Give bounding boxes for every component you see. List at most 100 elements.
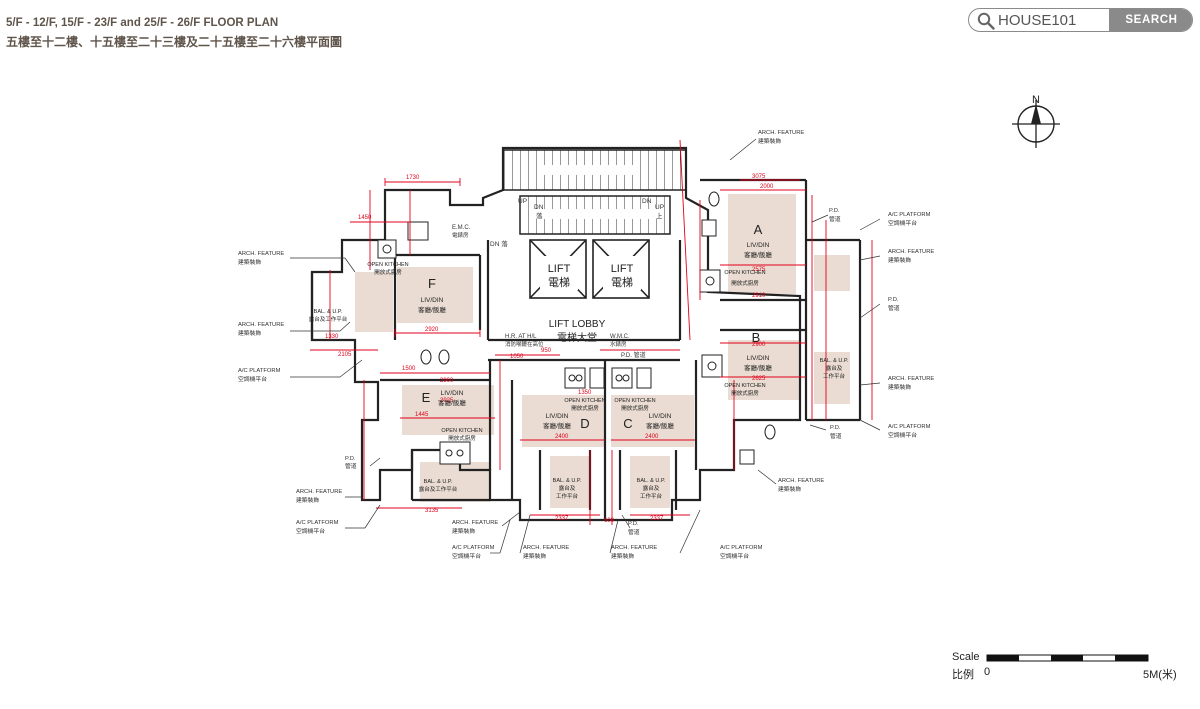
arch-feature-sw-zh: 建築裝飾 [296, 496, 319, 504]
unit-c-kitchen: OPEN KITCHEN [614, 398, 655, 404]
unit-f-letter: F [428, 276, 436, 291]
scale-zero: 0 [984, 666, 991, 678]
hr-label-zh: 消防喉轆在高位 [505, 340, 544, 348]
ac-platform-s2-zh: 空調機平台 [720, 552, 749, 560]
plan-title-zh: 五樓至十二樓、十五樓至二十三樓及二十五樓至二十六樓平面圖 [6, 35, 343, 49]
search-field[interactable] [969, 9, 1109, 31]
arch-feature-sw: ARCH. FEATURE [296, 489, 342, 495]
scale-label: Scale [952, 651, 980, 663]
pd-w: P.D. [345, 456, 356, 462]
arch-feature-w: ARCH. FEATURE [238, 322, 284, 328]
unit-b-room-zh: 客廳/飯廳 [744, 363, 772, 372]
pd-e: P.D. [888, 297, 899, 303]
unit-e-room: LIV/DIN [441, 390, 464, 397]
unit-a-kitchen-zh: 開放式廚房 [731, 279, 759, 287]
arch-feature-w-zh: 建築裝飾 [238, 329, 261, 337]
emc-label-zh: 電錶房 [452, 231, 469, 239]
dim-2925: 2925 [440, 398, 454, 404]
arch-feature-nw: ARCH. FEATURE [238, 251, 284, 257]
dim-2105: 2105 [338, 352, 352, 358]
unit-a-room-zh: 客廳/飯廳 [744, 250, 772, 259]
unit-d-room: LIV/DIN [546, 413, 569, 420]
lift-right-label: LIFT [611, 263, 634, 275]
unit-a-kitchen: OPEN KITCHEN [724, 270, 765, 276]
unit-f-kitchen: OPEN KITCHEN [367, 262, 408, 268]
stair-up-label-2: UP [655, 204, 664, 211]
dim-1350: 1350 [578, 390, 592, 396]
dim-2625: 2625 [752, 376, 766, 382]
arch-feature-se-zh: 建築裝飾 [778, 485, 801, 493]
arch-feature-nw-zh: 建築裝飾 [238, 258, 261, 266]
lift-right-label-zh: 電梯 [611, 276, 633, 289]
north-arrow-icon: N [1012, 94, 1060, 148]
arch-feature-n-zh: 建築裝飾 [758, 137, 781, 145]
unit-c-bal: BAL. & U.P. [637, 478, 666, 484]
dimension-labels: 1730 1450 2920 1500 1445 2925 2900 2400 … [325, 174, 774, 524]
dim-2400-d: 2400 [555, 434, 569, 440]
dim-1730: 1730 [406, 175, 420, 181]
unit-d-room-zh: 客廳/飯廳 [543, 421, 571, 430]
unit-c-letter: C [623, 416, 632, 431]
stair-up-zh-2: 上 [656, 211, 663, 220]
stair-dn-zh-1: 落 [536, 211, 543, 220]
dim-2920: 2920 [425, 327, 439, 333]
arch-feature-s3: ARCH. FEATURE [611, 545, 657, 551]
plan-title-en: 5/F - 12/F, 15/F - 23/F and 25/F - 26/F … [6, 17, 279, 29]
wmc-label: W.M.C. [610, 334, 630, 340]
unit-b-kitchen-zh: 開放式廚房 [731, 389, 759, 397]
arch-feature-e1-zh: 建築裝飾 [888, 256, 911, 264]
unit-a-letter: A [754, 222, 763, 237]
ac-platform-s1-zh: 空調機平台 [452, 552, 481, 560]
unit-f-bal: BAL. & U.P. [314, 309, 343, 315]
unit-d-letter: D [580, 416, 589, 431]
pd-se-zh: 管道 [830, 432, 842, 440]
unit-b-room: LIV/DIN [747, 355, 770, 362]
unit-d-bal-zh1: 露台及 [559, 484, 576, 492]
dim-3135: 3135 [425, 508, 439, 514]
pd-ne-zh: 管道 [829, 215, 841, 223]
ac-platform-s2: A/C PLATFORM [720, 545, 763, 551]
arch-feature-n: ARCH. FEATURE [758, 130, 804, 136]
dim-2400-c: 2400 [645, 434, 659, 440]
unit-d-bal-zh2: 工作平台 [556, 492, 579, 500]
ac-platform-sw: A/C PLATFORM [296, 520, 339, 526]
unit-b-bal: BAL. & U.P. [820, 358, 849, 364]
dim-2575: 2575 [752, 267, 766, 273]
search-input[interactable] [998, 9, 1106, 31]
pd-s: P.D. [628, 521, 639, 527]
unit-b-kitchen: OPEN KITCHEN [724, 383, 765, 389]
ac-platform-s1: A/C PLATFORM [452, 545, 495, 551]
unit-e-letter: E [422, 390, 431, 405]
dimension-lines [310, 139, 873, 525]
arch-feature-e1: ARCH. FEATURE [888, 249, 934, 255]
search-bar: SEARCH [968, 8, 1193, 32]
kitchen-fixtures [377, 191, 776, 465]
dim-1050: 1050 [510, 354, 524, 360]
unit-b-bal-zh1: 露台及 [826, 364, 843, 372]
unit-e-bal: BAL. & U.P. [424, 479, 453, 485]
hr-label: H.R. AT H/L [505, 334, 537, 340]
dim-2337-d: 2337 [555, 516, 569, 522]
dim-1450: 1450 [358, 215, 372, 221]
ac-platform-w: A/C PLATFORM [238, 368, 281, 374]
search-button[interactable]: SEARCH [1109, 9, 1192, 31]
floor-areas [355, 194, 850, 508]
unit-c-bal-zh1: 露台及 [643, 484, 660, 492]
callout-labels: ARCH. FEATURE 建築裝飾 ARCH. FEATURE 建築裝飾 A/… [238, 130, 934, 560]
north-label: N [1032, 94, 1040, 106]
unit-e-kitchen-zh: 開放式廚房 [448, 434, 476, 442]
pd-w-zh: 管道 [345, 462, 357, 470]
pd-se: P.D. [830, 425, 841, 431]
unit-f-room: LIV/DIN [421, 297, 444, 304]
dim-1445: 1445 [415, 412, 429, 418]
dim-2900: 2900 [440, 378, 454, 384]
dim-3075: 3075 [752, 174, 766, 180]
ac-platform-se-zh: 空調機平台 [888, 431, 917, 439]
arch-feature-s1-zh: 建築裝飾 [452, 527, 475, 535]
arch-feature-s2: ARCH. FEATURE [523, 545, 569, 551]
emc-label: E.M.C. [452, 225, 471, 231]
dim-2000: 2000 [760, 184, 774, 190]
pd-e-zh: 管道 [888, 304, 900, 312]
staircase [502, 149, 687, 235]
ac-platform-se: A/C PLATFORM [888, 424, 931, 430]
